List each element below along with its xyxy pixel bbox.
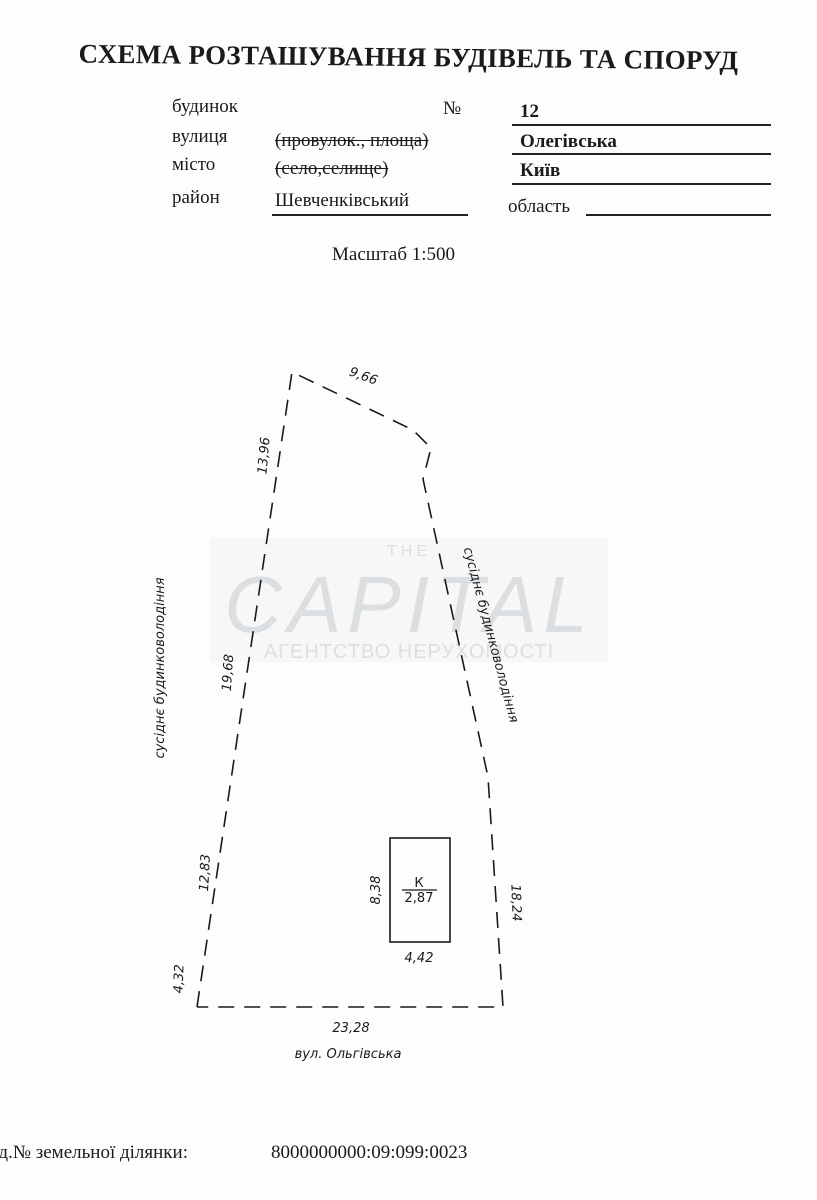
city-label: місто bbox=[172, 154, 216, 175]
plot-boundary bbox=[196, 370, 504, 1008]
building-letter: К bbox=[414, 876, 423, 891]
watermark-sub: АГЕНТСТВО НЕРУХОМОСТІ bbox=[264, 641, 554, 663]
building-area: 2,87 bbox=[405, 891, 434, 906]
watermark-top: THE bbox=[387, 543, 431, 560]
region-underline bbox=[586, 214, 771, 216]
scale-label: Масштаб 1:500 bbox=[332, 244, 456, 265]
city-alt-label: (село,селище) bbox=[275, 158, 389, 179]
district-label: район bbox=[172, 187, 220, 208]
street-value: Олегівська bbox=[520, 131, 617, 152]
street-label: вулиця bbox=[172, 126, 228, 147]
dim-top: 9,66 bbox=[347, 365, 379, 389]
city-value: Київ bbox=[520, 160, 561, 181]
dim-right: 18,24 bbox=[507, 884, 523, 922]
dim-left-low: 12,83 bbox=[197, 854, 214, 892]
watermark-background bbox=[210, 538, 608, 662]
number-sign: № bbox=[443, 98, 462, 119]
street-caption: вул. Ольгівська bbox=[295, 1047, 402, 1062]
region-label: область bbox=[508, 196, 571, 217]
district-underline bbox=[272, 214, 468, 216]
building-width-dim: 4,42 bbox=[405, 951, 434, 966]
watermark-main: CAPITAL bbox=[224, 560, 594, 649]
cadastral-label: ад.№ земельної ділянки: bbox=[0, 1142, 188, 1163]
street-alt-label: (провулок., площа) bbox=[275, 130, 429, 151]
house-number-underline bbox=[512, 124, 771, 126]
watermark: THE CAPITAL АГЕНТСТВО НЕРУХОМОСТІ bbox=[210, 538, 608, 663]
cadastral-value: 8000000000:09:099:0023 bbox=[271, 1142, 468, 1163]
street-underline bbox=[512, 153, 771, 155]
dim-bottom: 23,28 bbox=[332, 1021, 369, 1036]
dim-left-mid: 19,68 bbox=[220, 654, 238, 692]
house-number: 12 bbox=[520, 101, 539, 122]
district-value: Шевченківський bbox=[275, 190, 410, 211]
building-height-dim: 8,38 bbox=[369, 876, 384, 905]
building-outline bbox=[389, 837, 451, 943]
dim-left-top: 13,96 bbox=[255, 437, 273, 475]
house-label: будинок bbox=[172, 96, 238, 117]
neighbor-left-caption: сусіднє будинковолодіння bbox=[153, 577, 168, 758]
city-underline bbox=[512, 183, 771, 185]
dim-left-bottom: 4,32 bbox=[172, 964, 188, 993]
